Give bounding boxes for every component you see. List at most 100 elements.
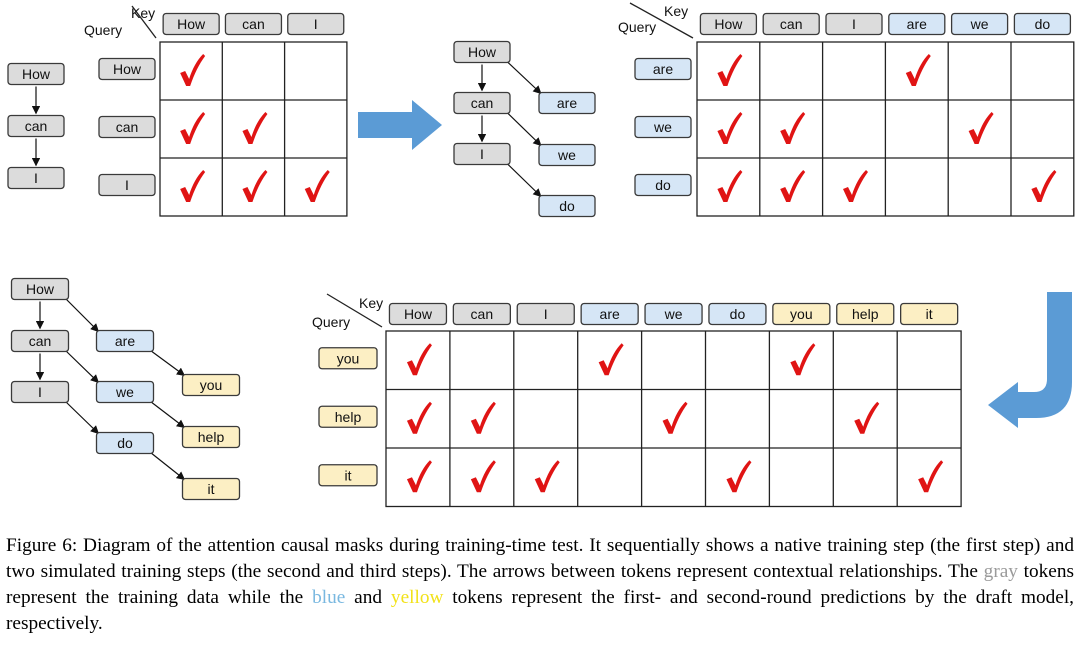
tree3-token-0: How: [10, 277, 70, 301]
mask2-query-token-1-label: we: [653, 119, 672, 135]
curved-return-arrow: [988, 292, 1072, 428]
mask3-query-token-2-label: it: [345, 467, 352, 483]
tree3-token-8: it: [181, 477, 241, 501]
tree2-arrow: [506, 163, 542, 198]
mask3-key-token-6: you: [772, 302, 831, 326]
caption-part4: tokens represent the first- and second-r…: [6, 587, 1075, 634]
mask1-key-token-0-label: How: [177, 16, 206, 32]
tree2-arrow: [506, 61, 542, 95]
mask2-key-token-1: can: [762, 12, 820, 36]
tree3-token-5-label: do: [117, 435, 133, 451]
tree2-token-3-label: are: [557, 95, 577, 111]
mask2-key-token-4-label: we: [970, 16, 989, 32]
mask2-check-mark: [780, 112, 806, 144]
mask1-key-token-2: I: [287, 12, 345, 36]
mask2-query-token-2: do: [634, 173, 692, 197]
mask3-check-mark: [726, 460, 752, 493]
caption-gray-word: gray: [983, 561, 1018, 582]
mask3-key-label: Key: [359, 295, 383, 311]
mask2-key-token-2-label: I: [852, 16, 856, 32]
tree3-token-4: we: [95, 380, 155, 404]
mask2-key-token-0: How: [699, 12, 758, 36]
mask3-key-token-7: help: [836, 302, 895, 326]
mask2-check-mark: [843, 170, 868, 202]
mask3-check-mark: [598, 343, 624, 376]
mask1-check-mark: [180, 112, 206, 144]
mask2-key-token-0-label: How: [714, 16, 743, 32]
mask3-key-token-4-label: we: [664, 306, 683, 322]
mask3-key-token-7-label: help: [852, 306, 879, 322]
tree1-token-1-label: can: [25, 118, 48, 134]
mask2-key-token-3: are: [888, 12, 946, 36]
mask2-query-token-2-label: do: [655, 177, 671, 193]
mask1-check-mark: [304, 170, 330, 202]
mask1-header-diagonal: [131, 5, 157, 39]
tree3-token-4-label: we: [115, 384, 134, 400]
tree3-arrow: [65, 298, 100, 333]
mask3-check-mark: [790, 343, 816, 376]
mask1-query-token-2: I: [98, 173, 156, 197]
mask2-query-label: Query: [618, 19, 656, 35]
mask2-key-token-2: I: [825, 12, 883, 36]
mask3-key-token-0-label: How: [404, 306, 433, 322]
mask3-grid: [385, 330, 962, 508]
tree3-arrow: [150, 401, 186, 429]
mask2-key-token-5-label: do: [1035, 16, 1051, 32]
tree1-token-0: How: [7, 62, 65, 86]
mask1-key-token-1: can: [224, 12, 283, 36]
mask2-check-mark: [717, 112, 743, 144]
mask2-check-mark: [717, 170, 743, 202]
mask1-key-token-1-label: can: [242, 16, 265, 32]
tree3-token-7: help: [181, 425, 241, 449]
caption-blue-word: blue: [312, 587, 346, 608]
mask2-query-token-1: we: [634, 115, 692, 139]
mask1-key-token-0: How: [162, 12, 220, 36]
caption-part2: tokens represent the training data while…: [6, 561, 1074, 608]
mask3-check-mark: [854, 401, 880, 434]
tree2-token-4: we: [538, 143, 596, 167]
tree3-token-3: are: [95, 329, 155, 353]
mask2-check-mark: [717, 54, 743, 86]
mask3-query-token-0: you: [318, 347, 378, 370]
tree3-token-6-label: you: [200, 377, 223, 393]
mask3-key-token-3-label: are: [600, 306, 620, 322]
mask2-query-token-0: are: [634, 57, 692, 81]
tree3-token-3-label: are: [115, 333, 135, 349]
tree3-token-5: do: [95, 431, 155, 455]
mask1-query-token-2-label: I: [125, 177, 129, 193]
mask3-header-diagonal: [326, 293, 383, 328]
tree2-token-2-label: I: [480, 146, 484, 162]
mask3-query-token-2: it: [318, 464, 378, 487]
mask3-check-mark: [470, 401, 496, 434]
tree1-token-2-label: I: [34, 170, 38, 186]
mask3-key-token-4: we: [644, 302, 703, 326]
tree3-token-1-label: can: [29, 333, 52, 349]
mask2-key-token-1-label: can: [780, 16, 803, 32]
mask3-check-mark: [662, 401, 688, 434]
mask2-header-diagonal: [629, 2, 694, 39]
tree3-token-7-label: help: [198, 429, 225, 445]
tree2-token-1: can: [453, 91, 511, 115]
tree2-token-4-label: we: [557, 147, 576, 163]
mask3-check-mark: [470, 460, 496, 493]
mask3-key-token-5-label: do: [730, 306, 746, 322]
mask3-query-token-1-label: help: [335, 409, 362, 425]
mask1-query-token-0-label: How: [113, 61, 142, 77]
tree2-token-5-label: do: [559, 198, 575, 214]
tree3-arrow: [65, 401, 100, 435]
mask1-check-mark: [180, 170, 206, 202]
tree1-token-1: can: [7, 114, 65, 138]
tree2-token-5: do: [538, 194, 596, 218]
mask1-query-token-1: can: [98, 115, 156, 139]
mask1-check-mark: [180, 54, 206, 86]
mask3-check-mark: [918, 460, 944, 493]
mask3-key-token-1-label: can: [471, 306, 494, 322]
mask2-key-token-3-label: are: [907, 16, 927, 32]
right-arrow: [358, 100, 442, 150]
mask3-key-token-2-label: I: [544, 306, 548, 322]
mask3-key-token-6-label: you: [790, 306, 813, 322]
